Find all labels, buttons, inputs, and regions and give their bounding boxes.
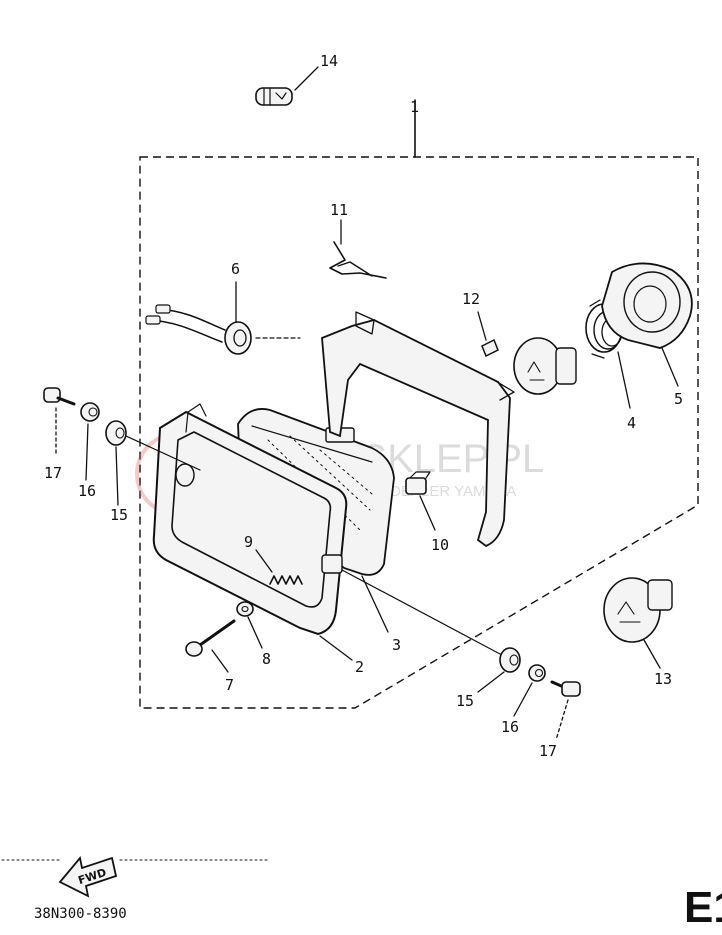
leader-7 — [211, 649, 229, 673]
callout-2: 2 — [355, 658, 364, 676]
collar-part-16-left — [80, 402, 100, 422]
spring-part — [269, 575, 303, 585]
boot-cover-part — [601, 262, 693, 349]
leader-17-right — [555, 699, 569, 741]
grommet-part-15-left — [105, 420, 127, 446]
forward-arrow: FWD — [58, 855, 118, 898]
callout-16-left: 16 — [78, 482, 96, 500]
corner-section-label: E1 — [684, 883, 722, 932]
leader-15-left — [115, 446, 119, 506]
screw-part-7 — [185, 619, 236, 657]
axis-line-right — [341, 569, 501, 655]
mounting-bracket — [321, 311, 515, 548]
callout-11: 11 — [330, 201, 348, 219]
callout-15-right: 15 — [456, 692, 474, 710]
leader-15-right — [477, 671, 505, 693]
leader-8 — [247, 616, 263, 649]
bulb-small-part — [255, 87, 293, 106]
headlight-rim-part — [152, 403, 348, 636]
drawing-code: 38N300-8390 — [34, 906, 127, 922]
leader-3 — [361, 575, 389, 633]
callout-14: 14 — [320, 52, 338, 70]
assembly-boundary — [139, 156, 699, 709]
leader-4 — [617, 351, 631, 409]
halogen-bulb-part — [603, 577, 673, 643]
callout-17-left: 17 — [44, 464, 62, 482]
headlight-bulb-assembly — [513, 337, 577, 395]
callout-16-right: 16 — [501, 718, 519, 736]
callout-10: 10 — [431, 536, 449, 554]
callout-6: 6 — [231, 260, 240, 278]
leader-14 — [294, 66, 319, 91]
leader-13 — [643, 639, 661, 669]
leader-16-right — [513, 682, 533, 717]
callout-1: 1 — [410, 98, 419, 116]
leader-10 — [419, 495, 436, 531]
bolt-part-17-left — [43, 387, 76, 406]
callout-13: 13 — [654, 670, 672, 688]
callout-3: 3 — [392, 636, 401, 654]
collar-part-16-right — [528, 664, 546, 682]
callout-15-left: 15 — [110, 506, 128, 524]
callout-9: 9 — [244, 533, 253, 551]
leader-16-left — [85, 423, 89, 481]
callout-8: 8 — [262, 650, 271, 668]
washer-part — [236, 601, 254, 617]
leader-12 — [477, 311, 487, 341]
callout-12: 12 — [462, 290, 480, 308]
callout-7: 7 — [225, 676, 234, 694]
leader-9 — [255, 549, 273, 573]
bolt-part-17-right — [550, 680, 581, 697]
callout-5: 5 — [674, 390, 683, 408]
axis-line-left — [125, 435, 201, 471]
leader-2 — [319, 635, 353, 661]
retainer-part-12 — [481, 338, 499, 358]
grommet-part-15-right — [499, 647, 521, 673]
callout-17-right: 17 — [539, 742, 557, 760]
clip-part — [329, 241, 387, 279]
nut-clip-part — [405, 471, 431, 495]
leader-5 — [661, 347, 679, 387]
callout-4: 4 — [627, 414, 636, 432]
socket-wire-part — [145, 304, 301, 355]
